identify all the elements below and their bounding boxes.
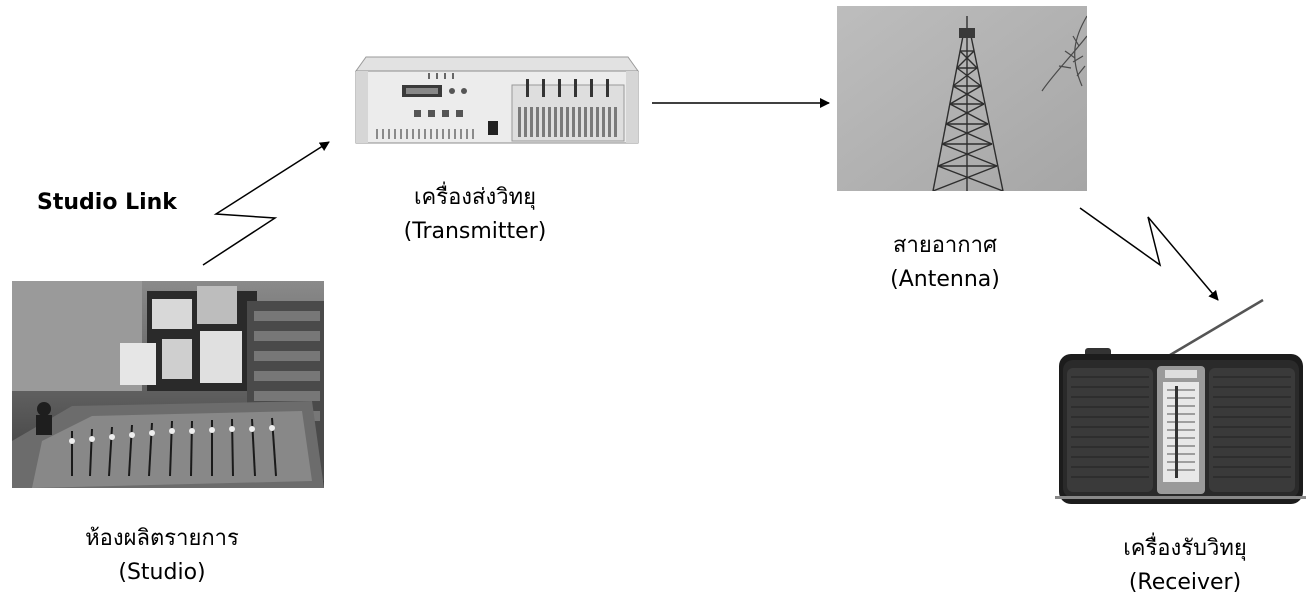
receiver-photo-graphic [1055,296,1306,511]
transmitter-name-en: (Transmitter) [403,219,547,244]
transmitter-caption: เครื่องส่งวิทยุ (Transmitter) [360,181,590,249]
antenna-to-receiver-arrow [1079,207,1219,301]
receiver-name-en: (Receiver) [1128,570,1242,595]
studio-image [12,281,324,488]
transmitter-image [352,55,640,149]
studio-name: ห้องผลิตรายการ [85,526,239,551]
studio-link-label: Studio Link [37,190,177,215]
transmitter-name: เครื่องส่งวิทยุ [414,185,536,210]
studio-caption: ห้องผลิตรายการ (Studio) [47,522,277,590]
antenna-name: สายอากาศ [893,233,997,258]
antenna-image [837,6,1087,191]
receiver-name: เครื่องรับวิทยุ [1123,536,1247,561]
antenna-name-en: (Antenna) [890,267,1000,292]
transmitter-photo-graphic [352,55,640,149]
studio-name-en: (Studio) [118,560,206,585]
receiver-caption: เครื่องรับวิทยุ (Receiver) [1070,532,1300,600]
receiver-image [1055,296,1306,511]
studio-link-arrow [202,141,330,266]
studio-photo-graphic [12,281,324,488]
antenna-caption: สายอากาศ (Antenna) [835,229,1055,297]
antenna-photo-graphic [837,6,1087,191]
